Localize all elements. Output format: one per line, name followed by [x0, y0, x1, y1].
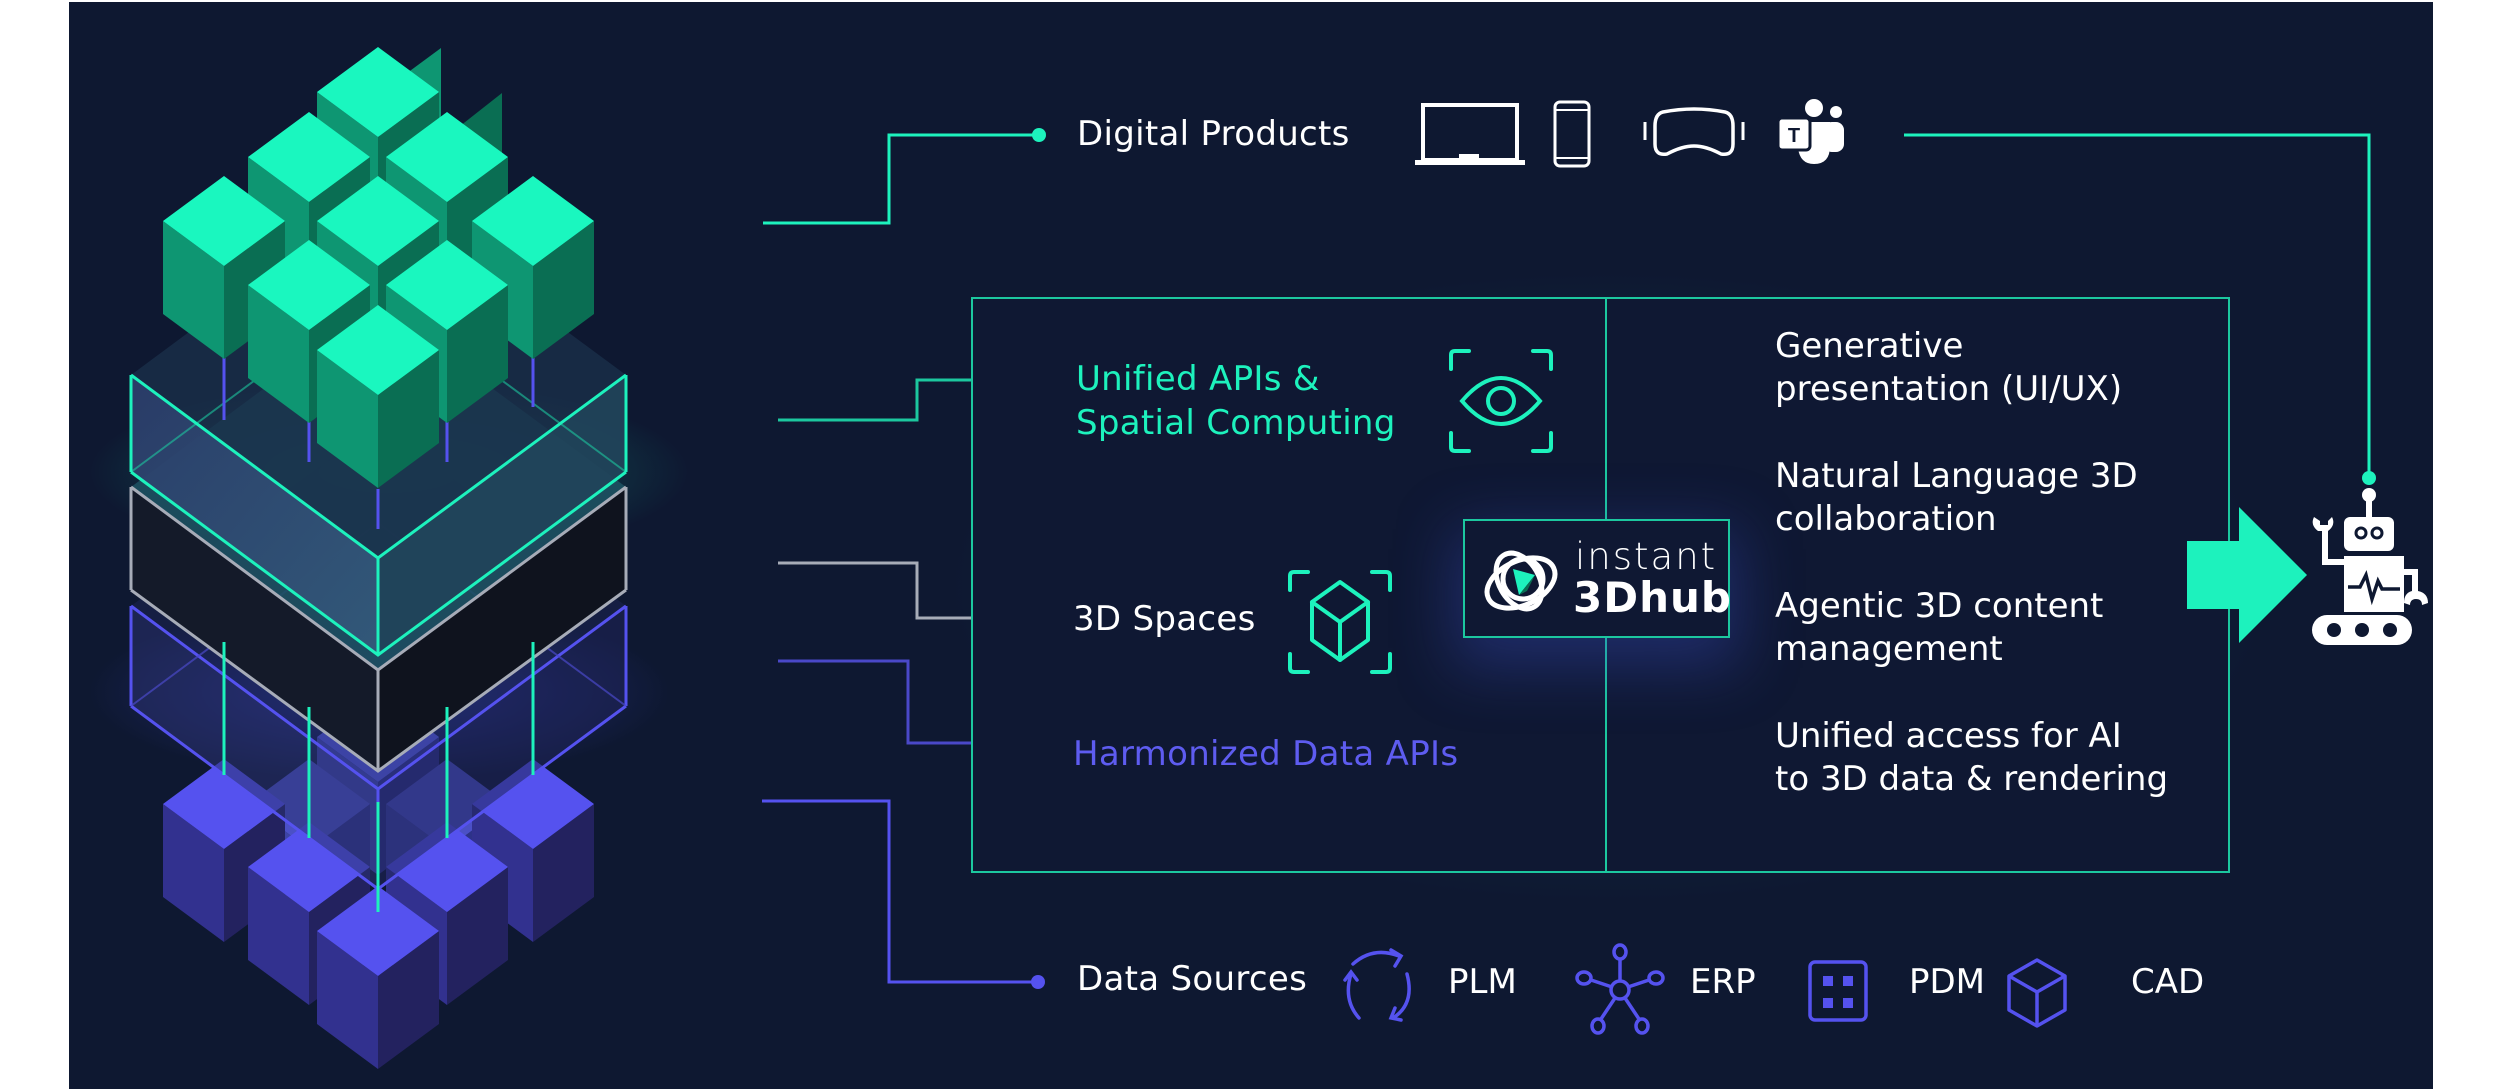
iso-cube [317, 886, 439, 1069]
laptop-icon [1415, 103, 1525, 165]
data-sources-label: Data Sources [1077, 959, 1308, 999]
3d-spaces-label: 3D Spaces [1073, 599, 1256, 639]
network-hub-icon [1575, 943, 1665, 1035]
grid-squares-icon [1808, 960, 1868, 1022]
eye-scan-icon [1449, 349, 1553, 453]
sync-cycle-icon [1343, 948, 1411, 1022]
unified-apis-label: Unified APIs & Spatial Computing [1076, 359, 1396, 443]
vr-headset-icon [1643, 107, 1745, 157]
diagram-canvas: Digital Products T Unified APIs & Spatia… [69, 2, 2433, 1089]
instant3dhub-logo: instant 3Dhub [1463, 519, 1731, 638]
harmonized-data-apis-label: Harmonized Data APIs [1073, 734, 1459, 774]
iso-cube [317, 305, 439, 488]
cad-label: CAD [2131, 962, 2205, 1002]
logo-mark-icon [1484, 550, 1558, 612]
svg-text:T: T [1788, 125, 1800, 147]
teams-icon: T [1776, 99, 1844, 164]
product-cubes [163, 47, 594, 488]
digital-products-label: Digital Products [1077, 114, 1350, 154]
iso-cube [163, 176, 285, 359]
cube-outline-icon [2007, 958, 2067, 1028]
diagram-graphics [89, 47, 2376, 1069]
smartphone-icon [1553, 100, 1591, 168]
cube-scan-icon [1288, 570, 1392, 674]
pdm-label: PDM [1909, 962, 1986, 1002]
plm-label: PLM [1448, 962, 1517, 1002]
erp-label: ERP [1690, 962, 1756, 1002]
arrow-right-icon [2187, 507, 2307, 643]
robot-icon [2312, 488, 2428, 645]
